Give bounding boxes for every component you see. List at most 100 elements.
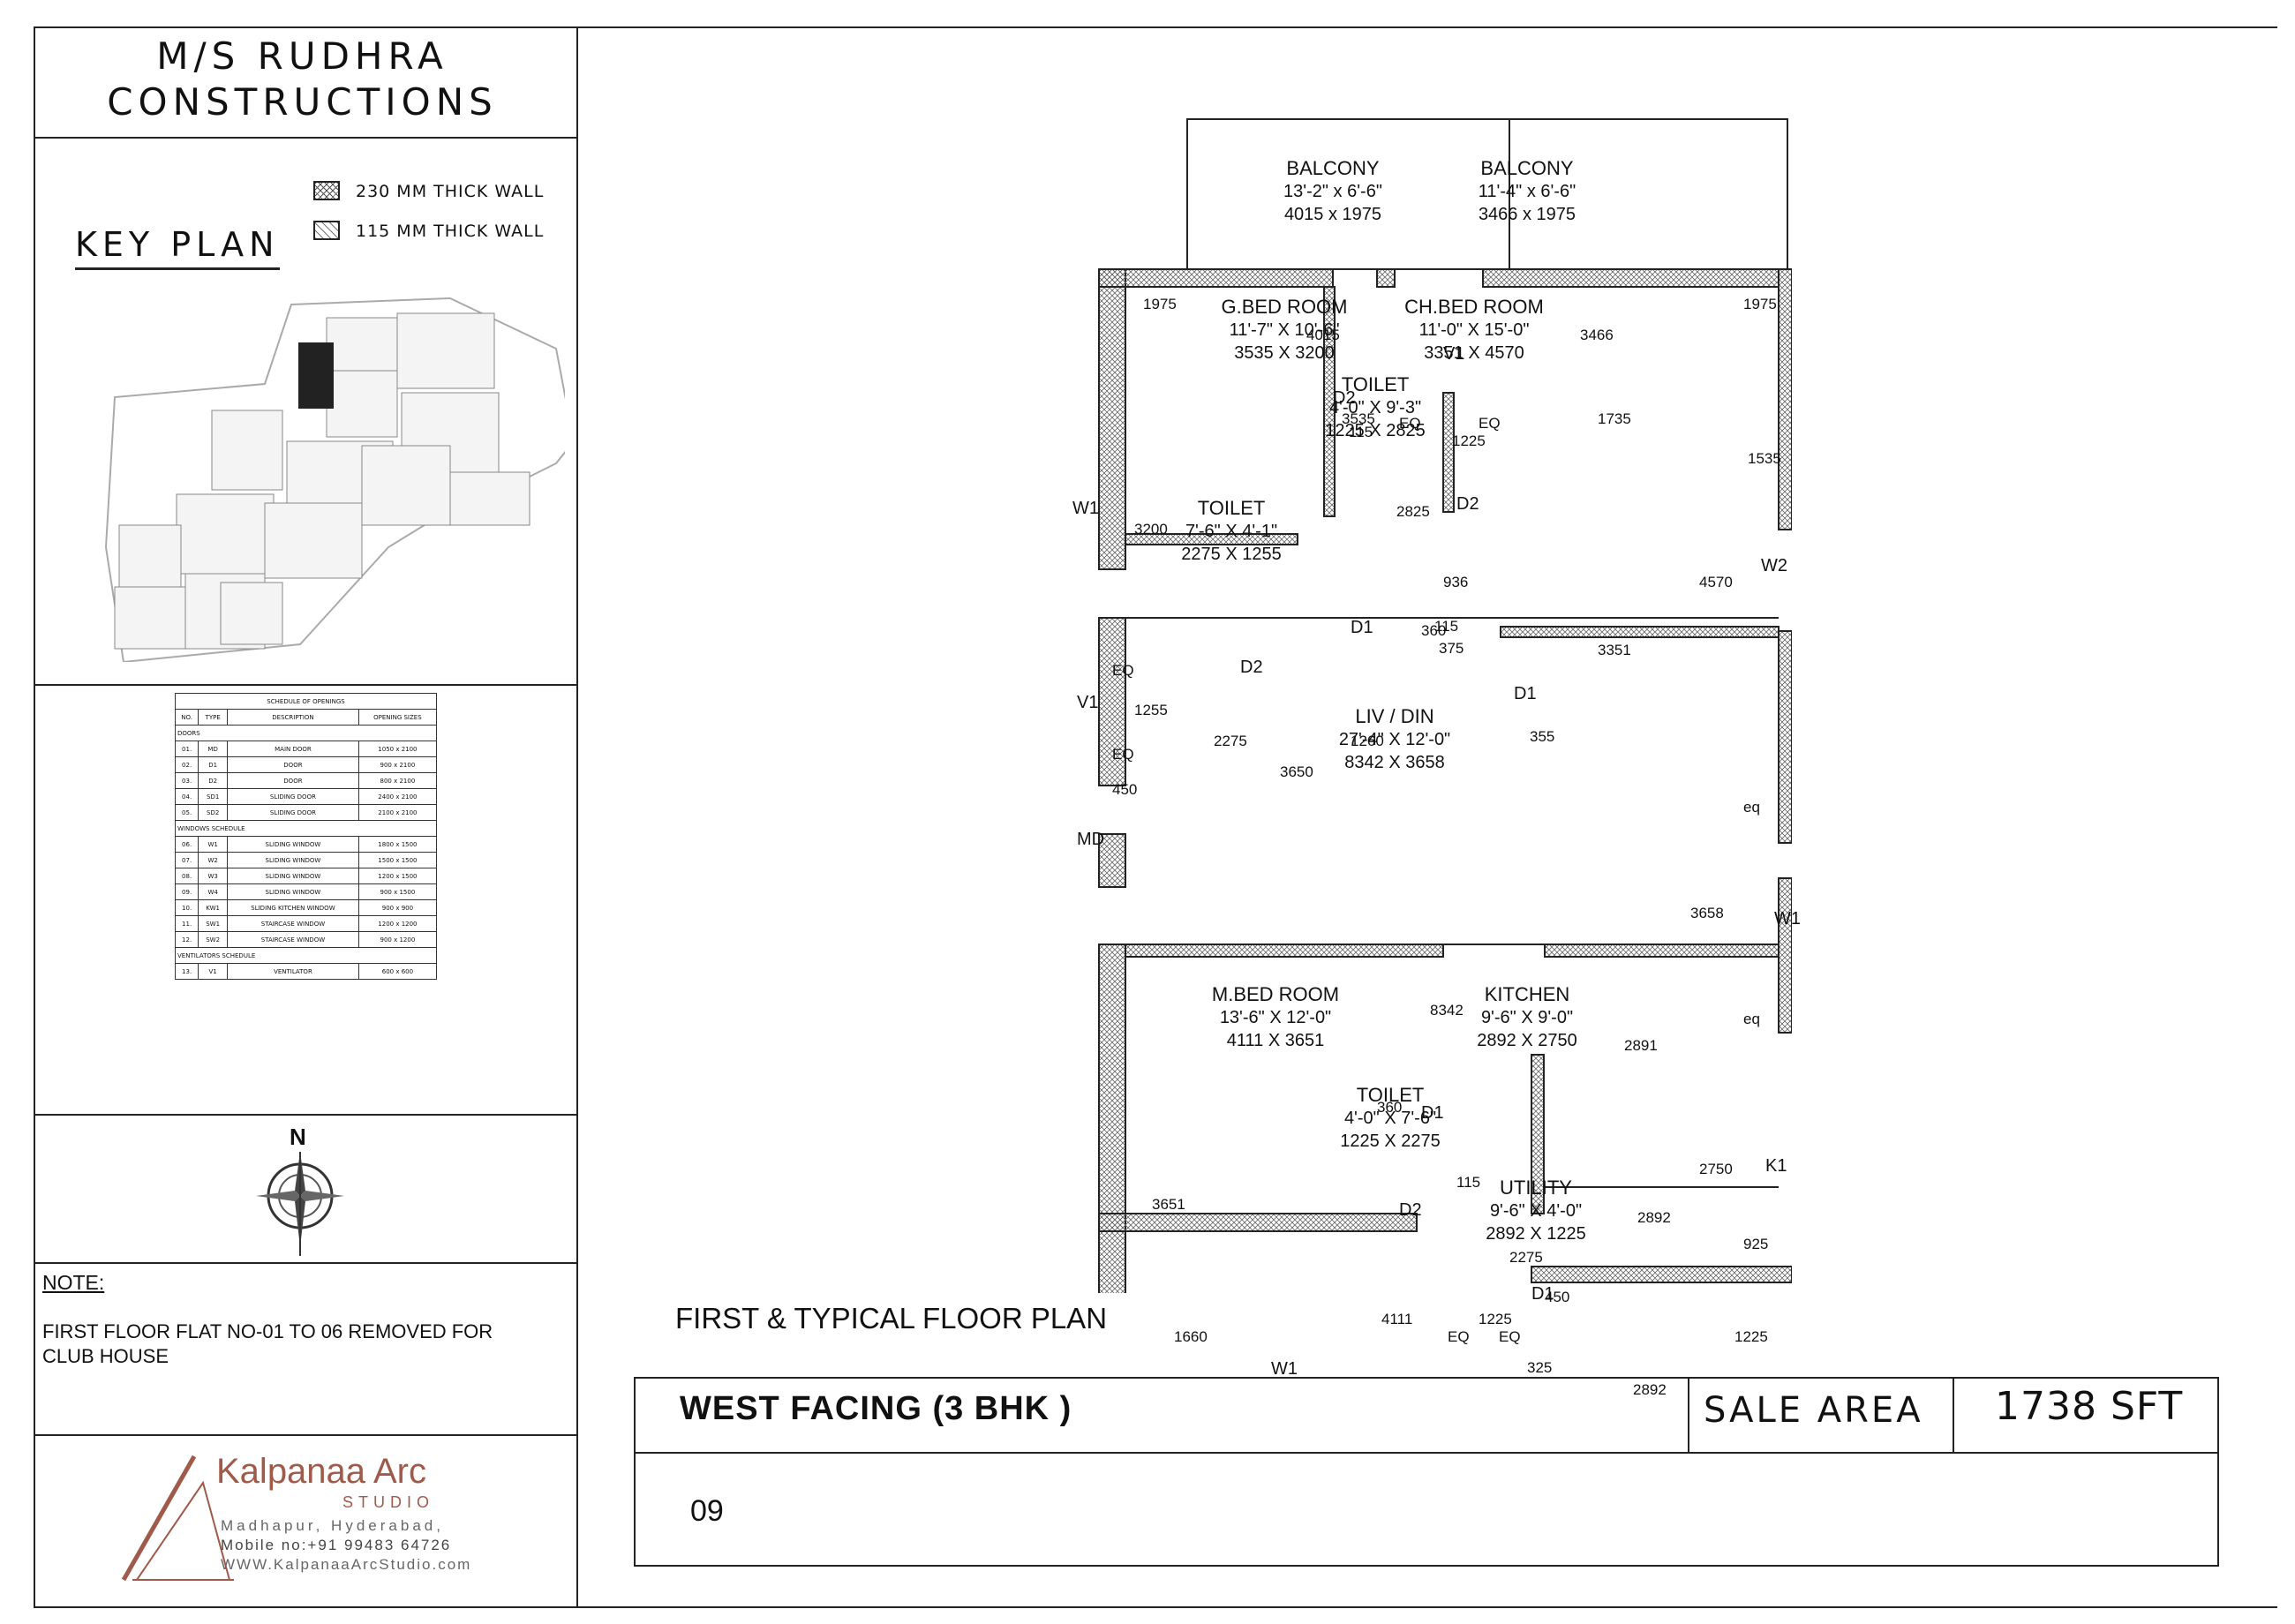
- compass-north-label: N: [290, 1124, 306, 1150]
- room-name: TOILET: [1197, 496, 1266, 519]
- schedule-title: SCHEDULE OF OPENINGS: [175, 693, 437, 710]
- dimension-label: 1735: [1598, 410, 1631, 427]
- opening-tag: D1: [1421, 1103, 1444, 1123]
- dimension-label: 936: [1443, 574, 1469, 590]
- studio-mobile: Mobile no:+91 99483 64726: [221, 1537, 452, 1553]
- room-imperial: 4'-0" X 9'-3": [1328, 397, 1422, 417]
- flat-number: 09: [690, 1494, 724, 1528]
- schedule-cell: SLIDING DOOR: [227, 804, 359, 821]
- opening-tag: W2: [1761, 556, 1787, 575]
- sale-area-label: SALE AREA: [1704, 1390, 1923, 1431]
- schedule-of-openings-table: SCHEDULE OF OPENINGS NO. TYPE DESCRIPTIO…: [174, 693, 438, 980]
- wall-toilet3-east: [1531, 1054, 1545, 1214]
- dimension-label: 115: [1434, 618, 1459, 635]
- room-metric: 2892 X 2750: [1477, 1030, 1577, 1050]
- schedule-divider: [34, 1114, 576, 1116]
- schedule-cell: 11.: [174, 915, 199, 932]
- room-metric: 4111 X 3651: [1226, 1030, 1325, 1050]
- schedule-cell: 12.: [174, 931, 199, 948]
- key-plan-sketch: [104, 297, 565, 662]
- dimension-label: 1535: [1748, 450, 1781, 467]
- schedule-cell: 1200 x 1200: [357, 915, 438, 932]
- schedule-cell: W1: [198, 836, 229, 853]
- schedule-header-size: OPENING SIZES: [357, 709, 438, 726]
- dimension-label: 360: [1421, 622, 1447, 639]
- schedule-cell: 01.: [174, 741, 199, 757]
- dimension-label: 355: [1530, 728, 1555, 745]
- dimension-label: 1660: [1174, 1328, 1208, 1345]
- schedule-cell: DOOR: [227, 772, 359, 789]
- schedule-cell: D2: [198, 772, 229, 789]
- schedule-cell: W4: [198, 883, 229, 900]
- dimension-label: 3658: [1690, 905, 1724, 921]
- schedule-header-type: TYPE: [198, 709, 229, 726]
- schedule-cell: 800 x 2100: [357, 772, 438, 789]
- schedule-cell: 04.: [174, 788, 199, 805]
- schedule-cell: 2100 x 2100: [357, 804, 438, 821]
- company-name: M/S RUDHRA CONSTRUCTIONS: [35, 34, 569, 125]
- room-name: BALCONY: [1480, 156, 1574, 179]
- schedule-cell: SLIDING KITCHEN WINDOW: [227, 899, 359, 916]
- room-imperial: 13'-6" X 12'-0": [1219, 1007, 1332, 1027]
- wall-toilet1-west: [1323, 286, 1336, 517]
- site-boundary: [104, 297, 565, 662]
- schedule-cell: 1800 x 1500: [357, 836, 438, 853]
- schedule-cell: SW1: [198, 915, 229, 932]
- room-name: M.BED ROOM: [1211, 982, 1340, 1005]
- schedule-cell: W2: [198, 852, 229, 868]
- room-imperial: 4'-0" X 7'-6": [1343, 1108, 1437, 1128]
- dimension-label: EQ: [1499, 1328, 1521, 1345]
- dimension-label: 325: [1527, 1359, 1553, 1376]
- schedule-cell: SD1: [198, 788, 229, 805]
- dimension-label: EQ: [1112, 746, 1134, 763]
- sale-area-value: 1738 SFT: [1995, 1384, 2184, 1429]
- studio-address: Madhapur, Hyderabad,: [221, 1517, 444, 1534]
- schedule-cell: 1500 x 1500: [357, 852, 438, 868]
- dimension-label: 375: [1439, 640, 1464, 657]
- dimension-label: 115: [1349, 424, 1373, 440]
- dimension-label: 115: [1456, 1174, 1481, 1191]
- legend-label-115: 115 MM THICK WALL: [356, 222, 545, 241]
- schedule-cell: 1050 x 2100: [357, 741, 438, 757]
- wall-east-mid: [1778, 630, 1792, 844]
- key-plan-title: KEY PLAN: [75, 225, 280, 270]
- schedule-cell: MD: [198, 741, 229, 757]
- room-metric: 3535 X 3200: [1234, 343, 1335, 363]
- wall-west-lower: [1098, 833, 1126, 888]
- schedule-cell: STAIRCASE WINDOW: [227, 915, 359, 932]
- room-metric: 2275 X 1255: [1181, 544, 1282, 564]
- wall-south-mbed: [1098, 1213, 1418, 1232]
- dimension-label: EQ: [1112, 662, 1134, 679]
- sheet-bottom-edge: [34, 1606, 2277, 1608]
- room-name: LIV / DIN: [1355, 704, 1434, 727]
- schedule-header-description: DESCRIPTION: [227, 709, 359, 726]
- dimension-label: 1225: [1479, 1311, 1512, 1327]
- room-imperial: 9'-6" X 9'-0": [1480, 1007, 1574, 1027]
- dimension-label: eq: [1743, 799, 1760, 816]
- room-imperial: 9'-6" X 4'-0": [1489, 1200, 1583, 1221]
- schedule-cell: SLIDING WINDOW: [227, 836, 359, 853]
- studio-logo-icon: [121, 1455, 234, 1582]
- site-blocks: [114, 312, 530, 650]
- room-metric: 2892 X 1225: [1486, 1223, 1586, 1244]
- dimension-label: 3651: [1152, 1196, 1185, 1213]
- dimension-label: eq: [1743, 1011, 1760, 1027]
- dimension-label: 2892: [1633, 1381, 1667, 1398]
- schedule-cell: 05.: [174, 804, 199, 821]
- room-imperial: 13'-2" x 6'-6": [1283, 181, 1382, 201]
- dimension-label: 1225: [1734, 1328, 1768, 1345]
- opening-tag: W1: [1774, 909, 1801, 929]
- dimension-label: 8342: [1430, 1002, 1464, 1019]
- compass-divider: [34, 1262, 576, 1264]
